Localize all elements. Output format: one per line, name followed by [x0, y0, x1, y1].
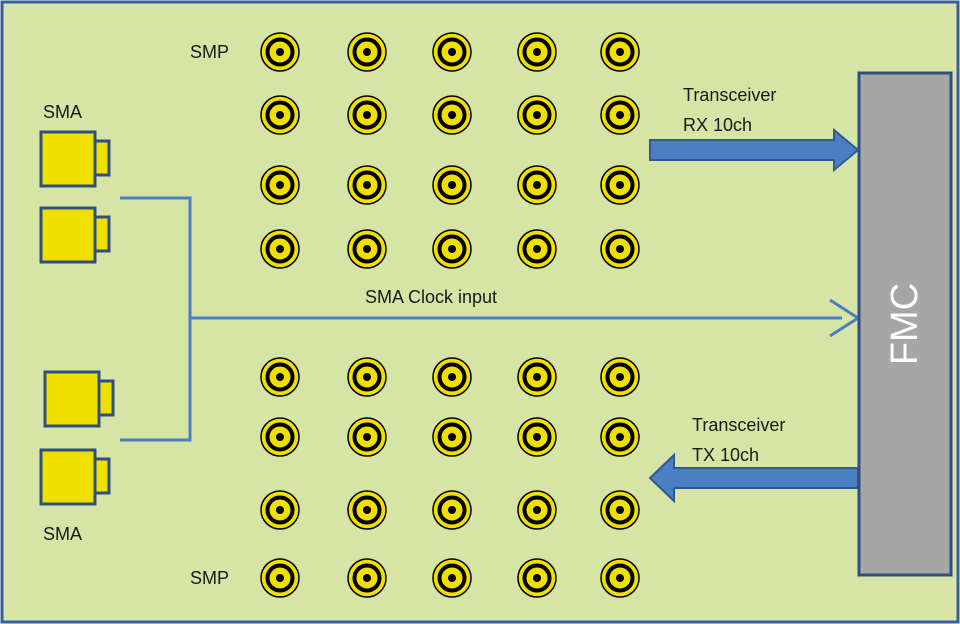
sma-label-bottom: SMA — [43, 524, 82, 544]
smp-label-bottom: SMP — [190, 568, 229, 588]
smp-label-top: SMP — [190, 42, 229, 62]
smp-connector-icon — [517, 32, 557, 72]
smp-connector-icon — [347, 165, 387, 205]
smp-connector-grid-bottom — [260, 357, 640, 598]
smp-connector-icon — [347, 95, 387, 135]
tx-arrow — [648, 452, 859, 504]
smp-connector-icon — [347, 417, 387, 457]
rx-arrow — [649, 127, 860, 173]
smp-connector-icon — [517, 165, 557, 205]
smp-connector-icon — [600, 229, 640, 269]
fmc-label: FMC — [884, 283, 926, 365]
smp-connector-icon — [432, 229, 472, 269]
smp-connector-icon — [517, 558, 557, 598]
clock-input-label: SMA Clock input — [365, 287, 497, 307]
smp-connector-icon — [600, 357, 640, 397]
smp-connector-icon — [517, 490, 557, 530]
smp-connector-icon — [517, 417, 557, 457]
smp-connector-icon — [600, 165, 640, 205]
smp-connector-icon — [432, 417, 472, 457]
rx-label-line1: Transceiver — [683, 85, 776, 105]
fmc-block — [857, 71, 953, 577]
smp-connector-icon — [260, 95, 300, 135]
smp-connector-icon — [432, 32, 472, 72]
smp-connector-icon — [347, 490, 387, 530]
smp-connector-icon — [432, 95, 472, 135]
smp-connector-icon — [260, 32, 300, 72]
smp-connector-icon — [517, 229, 557, 269]
tx-label-line2: TX 10ch — [692, 445, 759, 465]
sma-connector-icon — [39, 206, 111, 264]
smp-connector-icon — [432, 490, 472, 530]
tx-label-line1: Transceiver — [692, 415, 785, 435]
smp-connector-icon — [347, 357, 387, 397]
smp-connector-grid-top — [260, 32, 640, 269]
sma-label-top: SMA — [43, 102, 82, 122]
smp-connector-icon — [600, 490, 640, 530]
smp-connector-icon — [600, 417, 640, 457]
smp-connector-icon — [517, 95, 557, 135]
smp-connector-icon — [432, 558, 472, 598]
smp-connector-icon — [260, 357, 300, 397]
sma-connectors — [39, 130, 115, 506]
smp-connector-icon — [347, 229, 387, 269]
smp-connector-icon — [347, 558, 387, 598]
smp-connector-icon — [517, 357, 557, 397]
smp-connector-icon — [260, 165, 300, 205]
sma-connector-icon — [39, 448, 111, 506]
smp-connector-icon — [260, 229, 300, 269]
rx-label-line2: RX 10ch — [683, 115, 752, 135]
smp-connector-icon — [347, 32, 387, 72]
smp-connector-icon — [260, 417, 300, 457]
smp-connector-icon — [432, 357, 472, 397]
sma-connector-icon — [39, 130, 111, 188]
smp-connector-icon — [432, 165, 472, 205]
smp-connector-icon — [600, 558, 640, 598]
smp-connector-icon — [260, 490, 300, 530]
smp-connector-icon — [600, 32, 640, 72]
sma-connector-icon — [43, 370, 115, 428]
smp-connector-icon — [600, 95, 640, 135]
smp-connector-icon — [260, 558, 300, 598]
